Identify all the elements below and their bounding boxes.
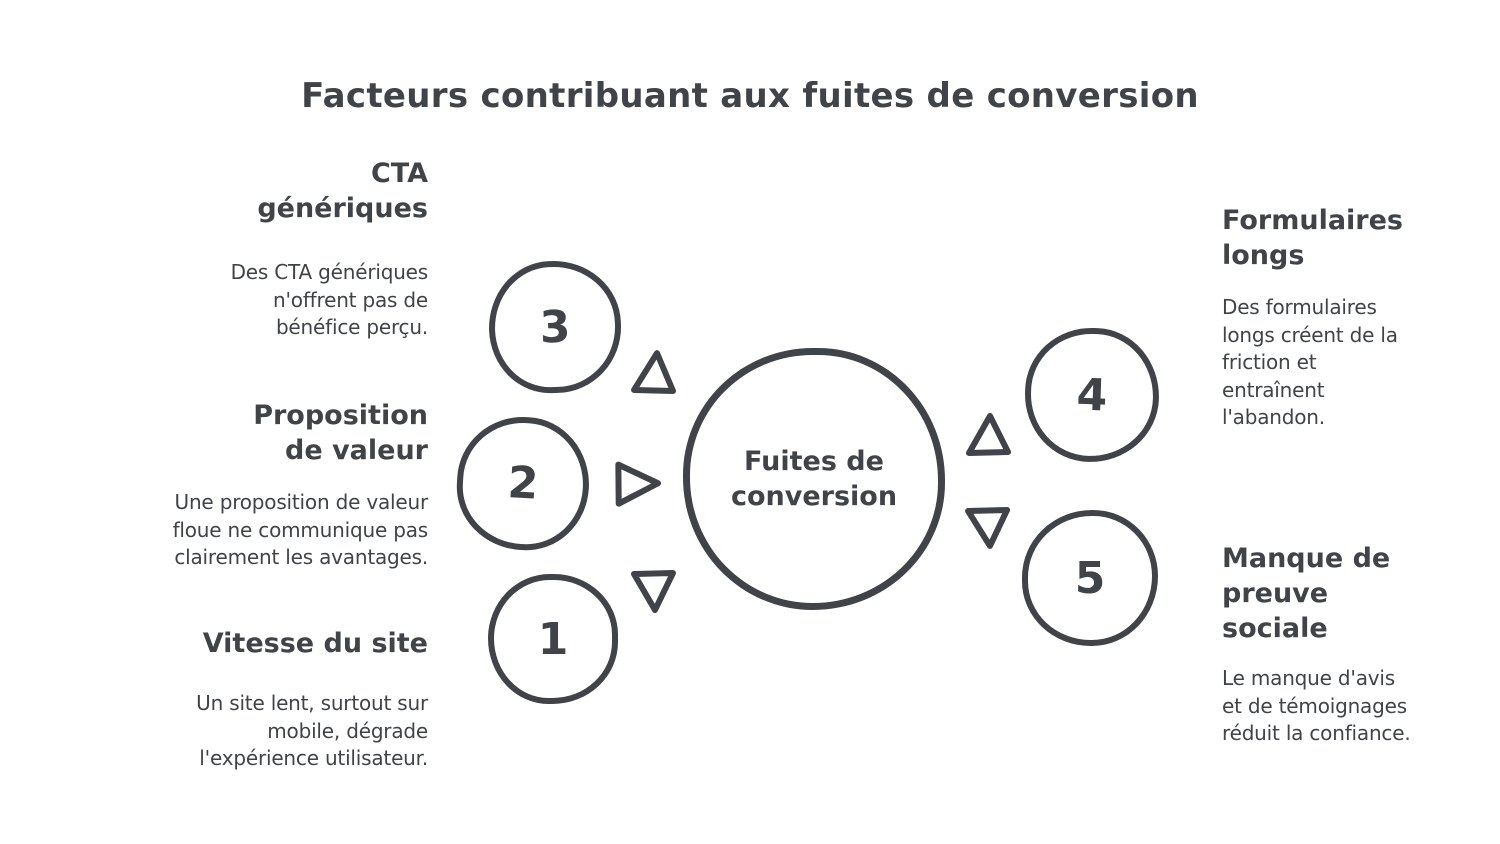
triangle-right-icon <box>610 457 664 509</box>
factor-4-number: 4 <box>1075 368 1109 422</box>
factor-5-circle: 5 <box>1022 510 1158 646</box>
center-circle: Fuites de conversion <box>683 348 945 610</box>
triangle-down-icon <box>962 502 1015 555</box>
factor-4-circle: 4 <box>1022 325 1162 465</box>
factor-5-number: 5 <box>1074 552 1106 604</box>
triangle-down-icon <box>628 566 678 616</box>
factor-2-circle: 2 <box>453 413 593 554</box>
factor-1-number: 1 <box>537 613 569 665</box>
triangle-up-icon <box>627 345 682 400</box>
factor-2-number: 2 <box>506 457 540 510</box>
factor-4-title: Formulaires longs <box>1222 205 1403 271</box>
factor-5-title: Manque de preuve sociale <box>1222 543 1391 644</box>
page-title: Facteurs contribuant aux fuites de conve… <box>301 76 1199 116</box>
factor-4-description: Des formulaires longs créent de la frict… <box>1222 295 1398 429</box>
factor-3-circle: 3 <box>486 258 624 396</box>
factor-1-circle: 1 <box>488 574 618 704</box>
factor-1-description: Un site lent, surtout sur mobile, dégrad… <box>196 691 428 770</box>
center-label: Fuites de conversion <box>730 446 898 512</box>
factor-1-title: Vitesse du site <box>202 628 428 659</box>
factor-3-title: CTA génériques <box>257 158 428 224</box>
factor-3-description: Des CTA génériques n'offrent pas de béné… <box>230 260 429 339</box>
triangle-up-icon <box>963 409 1015 459</box>
factor-3-number: 3 <box>538 300 572 354</box>
factor-2-description: Une proposition de valeur floue ne commu… <box>172 490 429 569</box>
factor-2-title: Proposition de valeur <box>253 400 428 466</box>
factor-5-description: Le manque d'avis et de témoignages rédui… <box>1222 666 1411 745</box>
